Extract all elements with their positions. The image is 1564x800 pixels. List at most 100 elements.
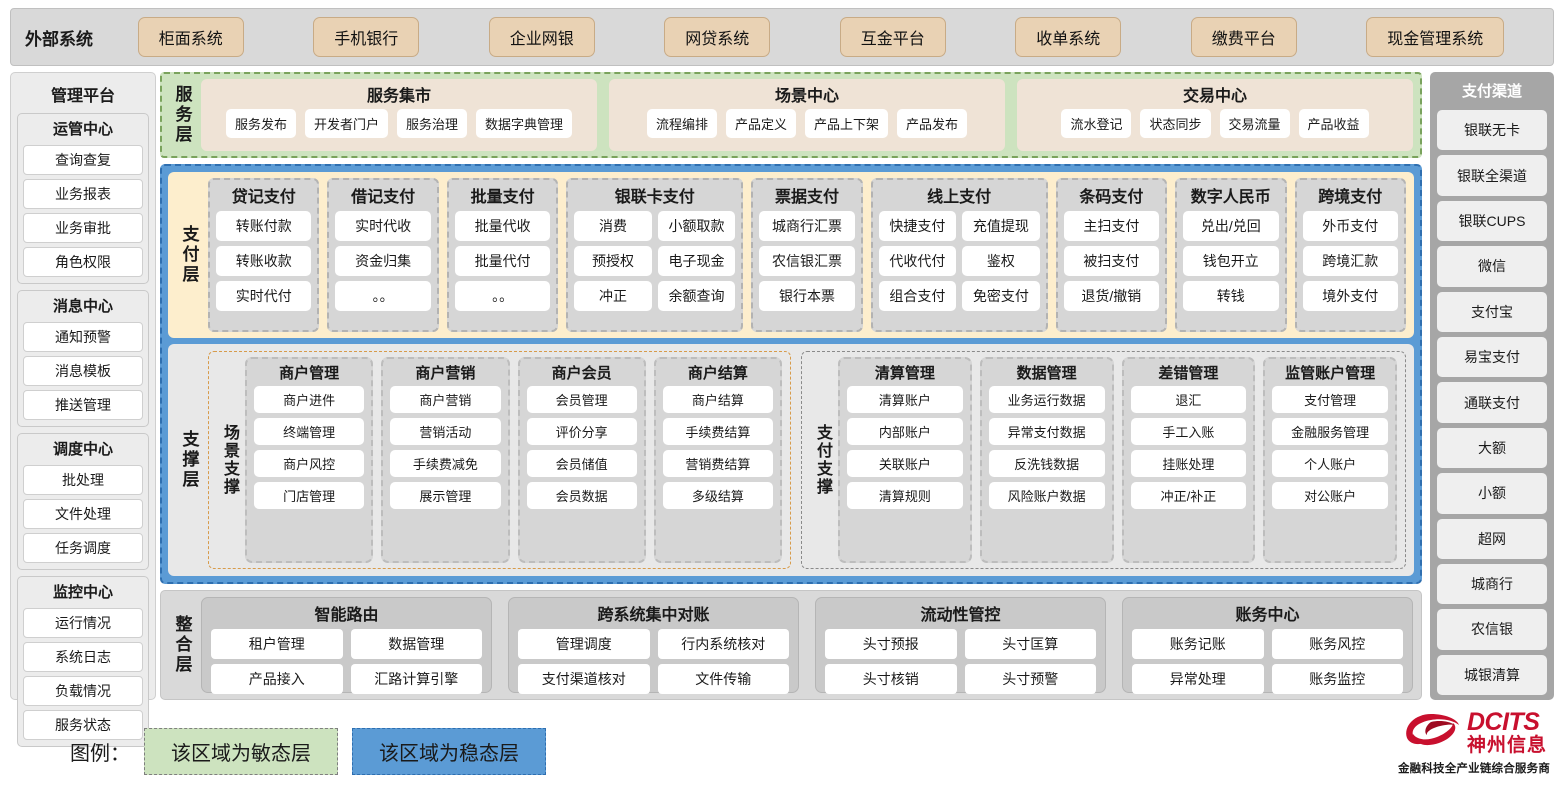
payment-cell[interactable]: 快捷支付 bbox=[878, 211, 957, 241]
payment-cell[interactable]: 跨境汇款 bbox=[1302, 246, 1398, 276]
external-system-chip[interactable]: 收单系统 bbox=[1015, 17, 1122, 57]
support-cell[interactable]: 商户风控 bbox=[254, 450, 365, 477]
management-item[interactable]: 服务状态 bbox=[23, 710, 143, 740]
payment-cell[interactable]: 余额查询 bbox=[657, 281, 736, 311]
support-cell[interactable]: 清算账户 bbox=[847, 386, 963, 413]
service-chip[interactable]: 服务治理 bbox=[397, 109, 468, 138]
payment-channel-item[interactable]: 银联CUPS bbox=[1437, 200, 1547, 242]
support-cell[interactable]: 支付管理 bbox=[1272, 386, 1389, 413]
payment-cell[interactable]: 电子现金 bbox=[657, 246, 736, 276]
integration-cell[interactable]: 账务记账 bbox=[1132, 629, 1264, 659]
support-cell[interactable]: 内部账户 bbox=[847, 418, 963, 445]
support-cell[interactable]: 会员储值 bbox=[526, 450, 637, 477]
management-item[interactable]: 通知预警 bbox=[23, 322, 143, 352]
management-item[interactable]: 推送管理 bbox=[23, 390, 143, 420]
service-chip[interactable]: 交易流量 bbox=[1219, 109, 1290, 138]
service-chip[interactable]: 产品上下架 bbox=[805, 109, 889, 138]
payment-cell[interactable]: 实时代收 bbox=[335, 211, 431, 241]
support-cell[interactable]: 手工入账 bbox=[1130, 418, 1247, 445]
support-cell[interactable]: 反洗钱数据 bbox=[988, 450, 1105, 477]
support-cell[interactable]: 营销活动 bbox=[390, 418, 501, 445]
external-system-chip[interactable]: 现金管理系统 bbox=[1366, 17, 1505, 57]
management-item[interactable]: 业务审批 bbox=[23, 213, 143, 243]
payment-channel-item[interactable]: 超网 bbox=[1437, 518, 1547, 559]
integration-cell[interactable]: 账务监控 bbox=[1271, 664, 1403, 694]
service-chip[interactable]: 服务发布 bbox=[225, 109, 296, 138]
payment-channel-item[interactable]: 城商行 bbox=[1437, 563, 1547, 605]
support-cell[interactable]: 商户营销 bbox=[390, 386, 501, 413]
service-chip[interactable]: 状态同步 bbox=[1140, 109, 1211, 138]
service-chip[interactable]: 数据字典管理 bbox=[476, 109, 573, 138]
service-chip[interactable]: 流水登记 bbox=[1061, 109, 1132, 138]
support-cell[interactable]: 终端管理 bbox=[254, 418, 365, 445]
management-item[interactable]: 业务报表 bbox=[23, 179, 143, 209]
payment-cell[interactable]: 转账收款 bbox=[216, 246, 312, 276]
support-cell[interactable]: 评价分享 bbox=[526, 418, 637, 445]
payment-channel-item[interactable]: 银联全渠道 bbox=[1437, 155, 1547, 196]
payment-cell[interactable]: 钱包开立 bbox=[1183, 246, 1279, 276]
management-item[interactable]: 角色权限 bbox=[23, 247, 143, 277]
payment-channel-item[interactable]: 大额 bbox=[1437, 427, 1547, 469]
payment-cell[interactable]: 小额取款 bbox=[657, 211, 736, 241]
management-item[interactable]: 运行情况 bbox=[23, 608, 143, 638]
integration-cell[interactable]: 行内系统核对 bbox=[657, 629, 789, 659]
external-system-chip[interactable]: 手机银行 bbox=[313, 17, 420, 57]
management-item[interactable]: 查询查复 bbox=[23, 145, 143, 175]
payment-cell[interactable]: 转账付款 bbox=[216, 211, 312, 241]
integration-cell[interactable]: 头寸预报 bbox=[825, 629, 957, 659]
integration-cell[interactable]: 支付渠道核对 bbox=[518, 664, 650, 694]
payment-cell[interactable]: 。。 bbox=[335, 281, 431, 311]
management-item[interactable]: 文件处理 bbox=[23, 499, 143, 529]
payment-cell[interactable]: 城商行汇票 bbox=[759, 211, 855, 241]
integration-cell[interactable]: 账务风控 bbox=[1271, 629, 1403, 659]
service-chip[interactable]: 开发者门户 bbox=[304, 109, 388, 138]
support-cell[interactable]: 对公账户 bbox=[1272, 482, 1389, 509]
management-item[interactable]: 系统日志 bbox=[23, 642, 143, 672]
support-cell[interactable]: 营销费结算 bbox=[662, 450, 774, 477]
support-cell[interactable]: 展示管理 bbox=[390, 482, 501, 509]
external-system-chip[interactable]: 网贷系统 bbox=[664, 17, 771, 57]
integration-cell[interactable]: 异常处理 bbox=[1132, 664, 1264, 694]
payment-cell[interactable]: 代收代付 bbox=[878, 246, 957, 276]
payment-cell[interactable]: 退货/撤销 bbox=[1063, 281, 1160, 311]
support-cell[interactable]: 手续费减免 bbox=[390, 450, 501, 477]
support-cell[interactable]: 异常支付数据 bbox=[988, 418, 1105, 445]
external-system-chip[interactable]: 互金平台 bbox=[839, 17, 946, 57]
support-cell[interactable]: 门店管理 bbox=[254, 482, 365, 509]
service-chip[interactable]: 产品定义 bbox=[725, 109, 796, 138]
payment-cell[interactable]: 冲正 bbox=[574, 281, 652, 311]
payment-cell[interactable]: 。。 bbox=[454, 281, 551, 311]
payment-channel-item[interactable]: 农信银 bbox=[1437, 609, 1547, 650]
payment-channel-item[interactable]: 银联无卡 bbox=[1437, 110, 1547, 151]
integration-cell[interactable]: 头寸匡算 bbox=[964, 629, 1096, 659]
payment-cell[interactable]: 资金归集 bbox=[335, 246, 431, 276]
support-cell[interactable]: 手续费结算 bbox=[662, 418, 774, 445]
support-cell[interactable]: 挂账处理 bbox=[1130, 450, 1247, 477]
support-cell[interactable]: 会员管理 bbox=[526, 386, 637, 413]
payment-cell[interactable]: 组合支付 bbox=[878, 281, 957, 311]
payment-cell[interactable]: 主扫支付 bbox=[1063, 211, 1160, 241]
support-cell[interactable]: 个人账户 bbox=[1272, 450, 1389, 477]
external-system-chip[interactable]: 柜面系统 bbox=[137, 17, 244, 57]
payment-channel-item[interactable]: 小额 bbox=[1437, 473, 1547, 514]
payment-cell[interactable]: 银行本票 bbox=[759, 281, 855, 311]
support-cell[interactable]: 风险账户数据 bbox=[988, 482, 1105, 509]
management-item[interactable]: 批处理 bbox=[23, 465, 143, 495]
payment-channel-item[interactable]: 微信 bbox=[1437, 246, 1547, 287]
integration-cell[interactable]: 管理调度 bbox=[518, 629, 650, 659]
support-cell[interactable]: 冲正/补正 bbox=[1130, 482, 1247, 509]
payment-channel-item[interactable]: 支付宝 bbox=[1437, 291, 1547, 332]
payment-cell[interactable]: 鉴权 bbox=[962, 246, 1040, 276]
external-system-chip[interactable]: 企业网银 bbox=[488, 17, 595, 57]
payment-cell[interactable]: 充值提现 bbox=[962, 211, 1040, 241]
support-cell[interactable]: 业务运行数据 bbox=[988, 386, 1105, 413]
integration-cell[interactable]: 文件传输 bbox=[657, 664, 789, 694]
integration-cell[interactable]: 租户管理 bbox=[211, 629, 343, 659]
support-cell[interactable]: 金融服务管理 bbox=[1272, 418, 1389, 445]
support-cell[interactable]: 清算规则 bbox=[847, 482, 963, 509]
support-cell[interactable]: 退汇 bbox=[1130, 386, 1247, 413]
integration-cell[interactable]: 汇路计算引擎 bbox=[350, 664, 482, 694]
integration-cell[interactable]: 头寸预警 bbox=[964, 664, 1096, 694]
management-item[interactable]: 消息模板 bbox=[23, 356, 143, 386]
management-item[interactable]: 任务调度 bbox=[23, 533, 143, 563]
